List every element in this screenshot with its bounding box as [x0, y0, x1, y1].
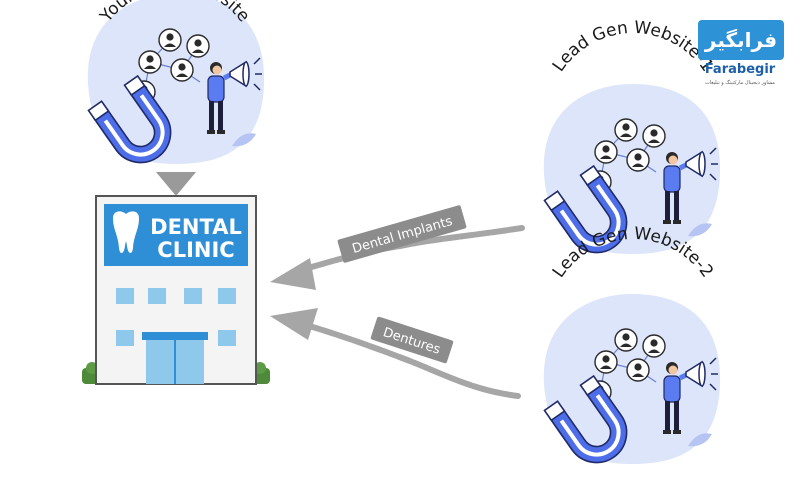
main-website-illustration [88, 0, 264, 174]
main-website-group: Your Main Website [88, 0, 264, 174]
down-arrow-icon [156, 172, 196, 196]
farabegir-logo: فرابگیر Farabegir مشاور دیجیتال مارکتینگ… [688, 14, 792, 88]
logo-persian-text: فرابگیر [698, 20, 784, 60]
dental-clinic-building: DENTAL CLINIC [82, 195, 270, 385]
lead-gen-website-2-group: Lead Gen Website-2 [544, 224, 720, 475]
clinic-sign-line1: DENTAL [150, 215, 242, 239]
arrow-dentures: Dentures [270, 308, 521, 399]
tooth-icon [113, 211, 139, 254]
lead-gen-2-illustration [544, 294, 720, 474]
clinic-sign-line2: CLINIC [157, 238, 234, 262]
logo-tagline: مشاور دیجیتال مارکتینگ و تبلیغات [705, 80, 775, 86]
arrow-dental-implants: Dental Implants [270, 205, 525, 290]
logo-english-text: Farabegir [704, 62, 776, 77]
clinic-windows [116, 288, 236, 346]
